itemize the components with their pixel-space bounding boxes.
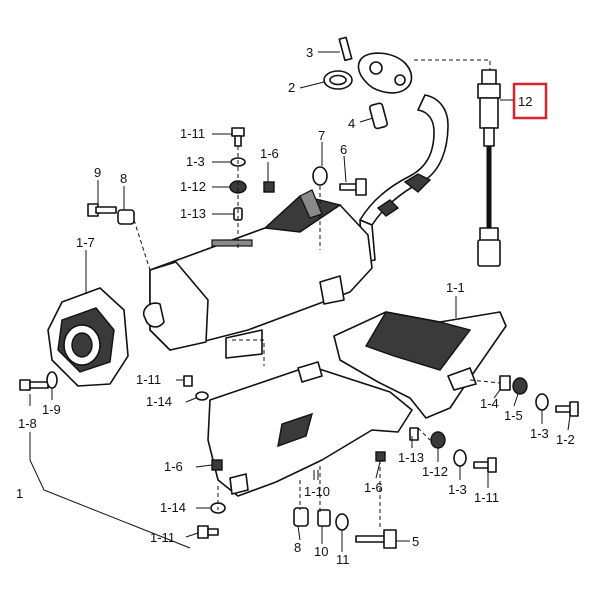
callout-4: 4 (348, 116, 355, 131)
callout-labels: 3 2 4 12 1-11 1-3 1-6 7 6 1-12 1-13 9 8 … (16, 45, 575, 567)
washer-11 (335, 513, 349, 531)
bolt-1-8 (19, 379, 49, 391)
callout-1-6-left: 1-6 (164, 459, 183, 474)
callout-11: 11 (336, 552, 350, 567)
bolt-6 (339, 178, 367, 196)
washer-1-9 (46, 371, 58, 389)
washer-1-3-far (535, 393, 549, 411)
bolt-1-2 (555, 401, 579, 417)
bolt-1-11-right (473, 457, 497, 473)
collar-10 (317, 509, 331, 527)
washer-1-14-mid (195, 391, 209, 401)
callout-1-4: 1-4 (480, 396, 499, 411)
nut-1-6-mid (375, 451, 386, 462)
callout-7: 7 (318, 128, 325, 143)
highlight-box (512, 82, 548, 120)
callout-1-7: 1-7 (76, 235, 95, 250)
bolt-1-11-mid (183, 375, 193, 387)
callout-2: 2 (288, 80, 295, 95)
lower-heat-shield (207, 361, 413, 497)
callout-6: 6 (340, 142, 347, 157)
muffler (142, 189, 373, 359)
callout-1-11-top: 1-11 (180, 126, 205, 141)
collar (368, 102, 388, 130)
callout-10: 10 (314, 544, 328, 559)
callout-1-3-right: 1-3 (448, 482, 467, 497)
callout-1-14-mid: 1-14 (146, 394, 172, 409)
callout-1-12-right: 1-12 (422, 464, 448, 479)
callout-1-3-far: 1-3 (530, 426, 549, 441)
oxygen-sensor (477, 69, 501, 267)
leader-lines (29, 51, 571, 552)
muffler-end-cap (47, 287, 129, 387)
callout-1-2: 1-2 (556, 432, 575, 447)
washer-7 (312, 166, 328, 186)
callout-1-12-top: 1-12 (180, 179, 206, 194)
callout-1-11-mid: 1-11 (136, 372, 161, 387)
exhaust-flange (357, 52, 413, 94)
callout-5: 5 (412, 534, 419, 549)
callout-8-top: 8 (120, 171, 127, 186)
callout-1-13-right: 1-13 (398, 450, 424, 465)
collar-8-low (293, 507, 309, 527)
callout-1-11-right: 1-11 (474, 490, 499, 505)
callout-1-11-low: 1-11 (150, 530, 175, 545)
callout-1-14-low: 1-14 (160, 500, 186, 515)
nut-1-6-left (211, 459, 223, 471)
callout-1: 1 (16, 486, 23, 501)
upper-heat-shield (333, 311, 507, 419)
assembly-lines (133, 59, 501, 530)
bolt-1-11-top (231, 127, 245, 147)
exhaust-gasket (323, 70, 353, 90)
bolt-1-11-low (197, 525, 219, 539)
nut-1-6-top (263, 181, 275, 193)
callout-1-6-mid: 1-6 (364, 480, 383, 495)
bolt-1-13-right (409, 427, 419, 441)
stud-bolt (338, 36, 353, 62)
callout-1-5: 1-5 (504, 408, 523, 423)
bolt-9 (87, 203, 117, 217)
callout-12: 12 (518, 94, 532, 109)
bolt-5 (355, 529, 397, 549)
grommet-1-12-right (430, 431, 446, 449)
callout-1-9: 1-9 (42, 402, 61, 417)
callout-3: 3 (306, 45, 313, 60)
callout-1-1: 1-1 (446, 280, 465, 295)
callout-9: 9 (94, 165, 101, 180)
washer-1-3-right (453, 449, 467, 467)
grommet-1-5 (512, 377, 528, 395)
callout-1-8: 1-8 (18, 416, 37, 431)
callout-1-6-top: 1-6 (260, 146, 279, 161)
callout-1-10: 1-10 (304, 484, 330, 499)
callout-1-13-top: 1-13 (180, 206, 206, 221)
callout-1-3-top: 1-3 (186, 154, 205, 169)
callout-8-low: 8 (294, 540, 301, 555)
collar-8-top (117, 209, 135, 225)
collar-1-4 (499, 375, 511, 391)
